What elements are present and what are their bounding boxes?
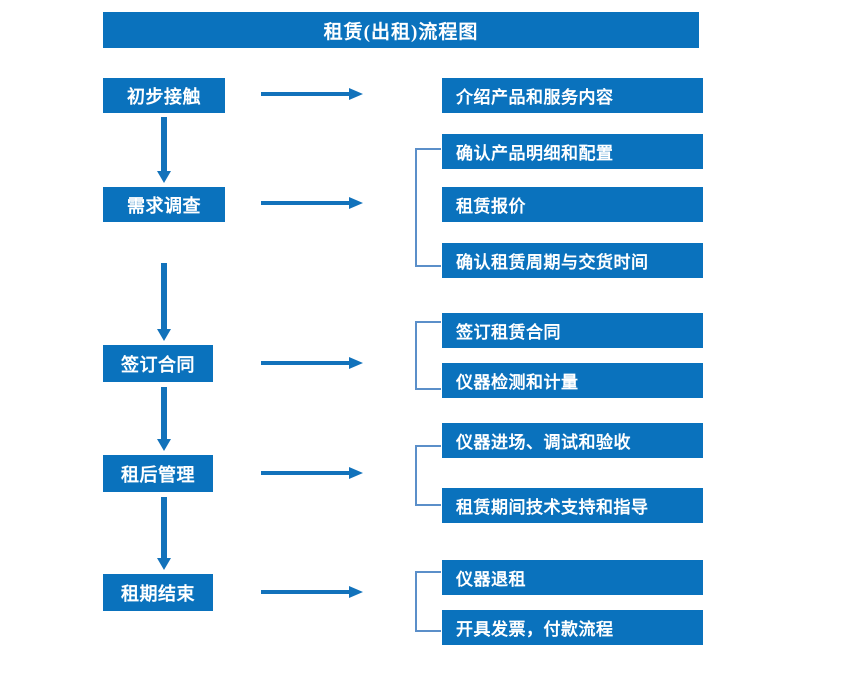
detail-box-invoice-payment[interactable]: 开具发票，付款流程 [442, 610, 703, 645]
arrow-down-stage-3-to-4 [157, 387, 171, 451]
detail-box-instrument-return[interactable]: 仪器退租 [442, 560, 703, 595]
arrow-right-stage-1 [261, 87, 363, 101]
stage-box-requirement-survey[interactable]: 需求调查 [103, 187, 225, 222]
detail-box-instrument-onsite-commissioning[interactable]: 仪器进场、调试和验收 [442, 423, 703, 458]
stage-box-post-lease-management[interactable]: 租后管理 [103, 455, 213, 492]
bracket-stage-5-group [415, 571, 441, 632]
arrow-right-stage-4 [261, 466, 363, 480]
arrow-down-stage-4-to-5 [157, 497, 171, 570]
detail-box-introduce-products[interactable]: 介绍产品和服务内容 [442, 78, 703, 113]
stage-box-sign-contract[interactable]: 签订合同 [103, 345, 213, 382]
detail-box-lease-quotation[interactable]: 租赁报价 [442, 187, 703, 222]
detail-box-confirm-product-spec[interactable]: 确认产品明细和配置 [442, 134, 703, 169]
bracket-stage-3-group [415, 321, 441, 390]
detail-box-technical-support[interactable]: 租赁期间技术支持和指导 [442, 488, 703, 523]
arrow-right-stage-2 [261, 196, 363, 210]
stage-box-lease-end[interactable]: 租期结束 [103, 574, 213, 611]
page-title: 租赁(出租)流程图 [103, 12, 699, 48]
detail-box-sign-lease-agreement[interactable]: 签订租赁合同 [442, 313, 703, 348]
arrow-right-stage-3 [261, 356, 363, 370]
stage-box-initial-contact[interactable]: 初步接触 [103, 78, 225, 113]
bracket-stage-2-group [415, 148, 441, 267]
detail-box-instrument-inspection[interactable]: 仪器检测和计量 [442, 363, 703, 398]
arrow-right-stage-5 [261, 585, 363, 599]
arrow-down-stage-2-to-3 [157, 263, 171, 341]
detail-box-confirm-lease-period[interactable]: 确认租赁周期与交货时间 [442, 243, 703, 278]
bracket-stage-4-group [415, 445, 441, 506]
arrow-down-stage-1-to-2 [157, 117, 171, 183]
